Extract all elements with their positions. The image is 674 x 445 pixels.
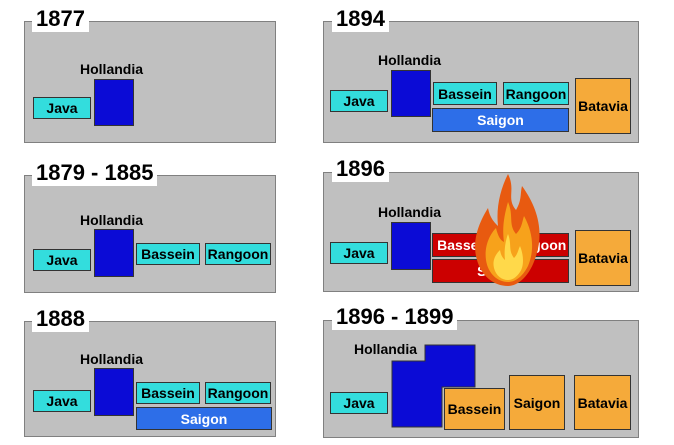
hollandia-box <box>391 70 431 117</box>
year-label: 1879 - 1885 <box>32 160 158 186</box>
hollandia-box <box>391 222 431 270</box>
year-label: 1877 <box>32 6 89 32</box>
bassein-box: Bassein <box>433 82 497 105</box>
java-box: Java <box>33 249 91 271</box>
year-label: 1888 <box>32 306 89 332</box>
year-label: 1896 <box>332 156 389 182</box>
bassein-box: Bassein <box>136 382 200 404</box>
hollandia-box <box>94 229 134 277</box>
year-label: 1896 - 1899 <box>332 304 458 330</box>
batavia-box: Batavia <box>575 78 631 134</box>
batavia-box: Batavia <box>574 375 631 430</box>
rangoon-box: Rangoon <box>503 82 569 105</box>
hollandia-shape <box>391 344 476 428</box>
hollandia-label: Hollandia <box>378 204 442 220</box>
java-box: Java <box>33 390 91 412</box>
panel-1877 <box>24 21 276 143</box>
saigon-box: Saigon <box>136 407 272 430</box>
hollandia-box <box>94 368 134 416</box>
bassein-box: Bassein <box>136 243 200 265</box>
saigon-box: Saigon <box>509 375 565 430</box>
batavia-box: Batavia <box>575 230 631 286</box>
java-box: Java <box>330 242 388 264</box>
fire-icon <box>475 174 540 286</box>
hollandia-label: Hollandia <box>354 341 418 357</box>
java-box: Java <box>330 392 388 414</box>
year-label: 1894 <box>332 6 389 32</box>
rangoon-box: Rangoon <box>205 243 271 265</box>
hollandia-label: Hollandia <box>378 52 442 68</box>
hollandia-box <box>94 79 134 126</box>
rangoon-box: Rangoon <box>205 382 271 404</box>
java-box: Java <box>33 97 91 119</box>
saigon-box: Saigon <box>432 108 569 132</box>
hollandia-label: Hollandia <box>80 212 144 228</box>
panel-1879-1885 <box>24 175 276 293</box>
java-box: Java <box>330 90 388 112</box>
hollandia-label: Hollandia <box>80 61 144 77</box>
hollandia-label: Hollandia <box>80 351 144 367</box>
bassein-box: Bassein <box>444 388 505 430</box>
